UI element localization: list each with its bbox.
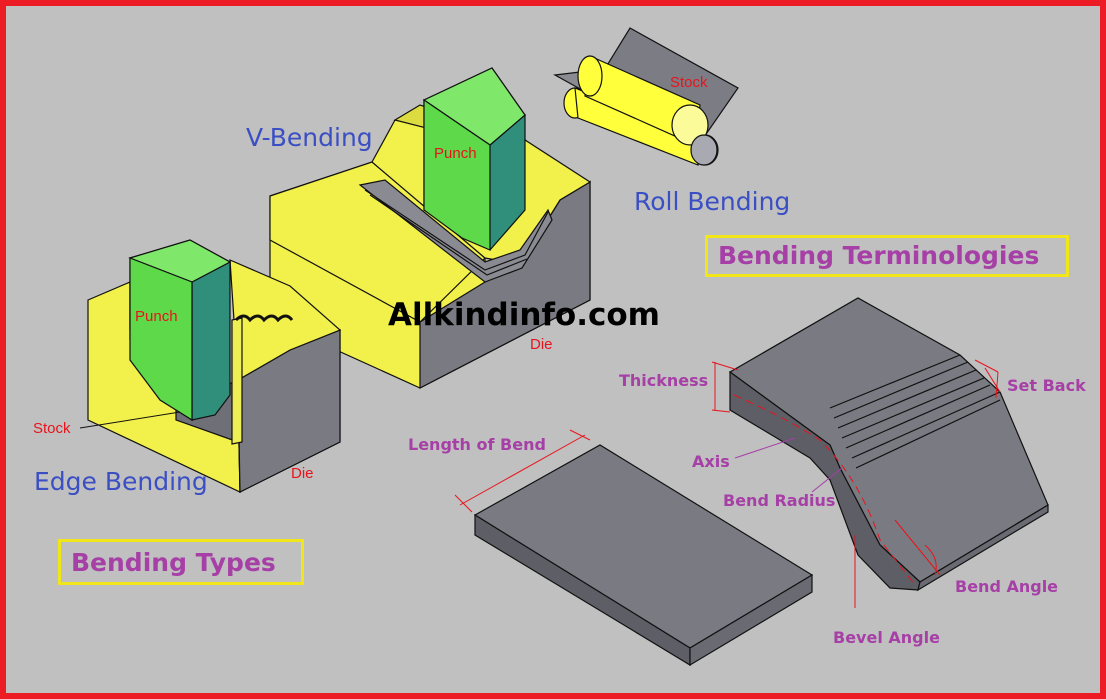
bent-plate-edge-face: [729, 370, 921, 591]
roller-third-end: [690, 134, 718, 166]
roll-stock-label: Stock: [670, 74, 708, 91]
bending-terminologies-heading: Bending Terminologies: [705, 235, 1069, 277]
edge-punch-label: Punch: [135, 308, 178, 325]
roll-bending-group: [553, 27, 739, 166]
roll-bending-label: Roll Bending: [634, 187, 791, 216]
roller-top: [577, 55, 709, 146]
flat-plate: [473, 444, 814, 667]
v-bending-punch: [422, 67, 526, 251]
edge-die-label: Die: [291, 465, 314, 482]
length-of-bend-label: Length of Bend: [408, 435, 546, 454]
bend-angle-label: Bend Angle: [955, 577, 1059, 596]
thickness-label: Thickness: [619, 371, 709, 390]
bend-radius-label: Bend Radius: [723, 491, 836, 510]
v-punch-label: Punch: [434, 145, 477, 162]
bend-zone-lines: [829, 354, 1001, 469]
edge-bending-punch: [128, 239, 232, 422]
axis-dashed-line: [733, 394, 916, 586]
leader-lines: [79, 411, 843, 493]
v-die-label: Die: [530, 336, 553, 353]
edge-stock-label: Stock: [33, 420, 71, 437]
watermark-text: Allkindinfo.com: [388, 297, 660, 333]
bent-plate: [728, 297, 1049, 592]
bending-types-heading: Bending Types: [58, 539, 304, 585]
v-bending-label: V-Bending: [246, 123, 373, 152]
edge-stock-curl: [234, 314, 294, 323]
edge-bending-label: Edge Bending: [34, 467, 208, 496]
v-stock-sheet: [358, 179, 553, 283]
bevel-angle-label: Bevel Angle: [833, 628, 940, 647]
edge-punch-side-face: [191, 261, 231, 421]
set-back-label: Set Back: [1007, 376, 1086, 395]
bend-angle-arc: [924, 544, 937, 576]
terminology-indicators: [711, 359, 1001, 608]
axis-label: Axis: [692, 452, 730, 471]
length-of-bend-dimension: [454, 429, 591, 513]
edge-stock-sheet: [231, 317, 243, 445]
plate-side-face: [689, 573, 813, 667]
